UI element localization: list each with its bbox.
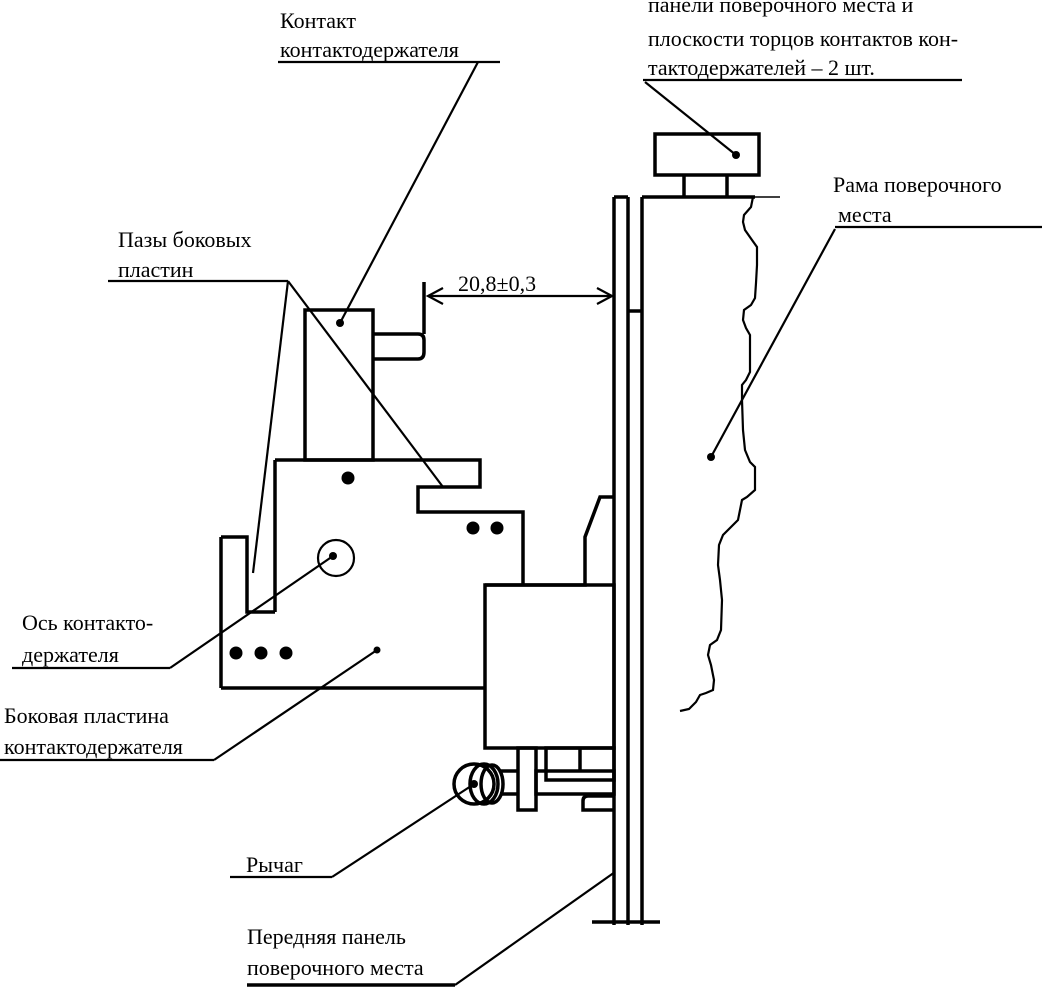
front-panel xyxy=(592,195,660,925)
svg-text:Передняя панель: Передняя панель xyxy=(247,924,406,949)
svg-text:панели поверочного места и: панели поверочного места и xyxy=(648,0,914,17)
label-front-panel: Передняя панель поверочного места xyxy=(247,924,424,980)
label-lever: Рычаг xyxy=(246,852,303,877)
label-axis: Ось контакто- держателя xyxy=(22,610,153,667)
axis-circle xyxy=(316,538,356,578)
svg-text:плоскости торцов контактов кон: плоскости торцов контактов кон- xyxy=(648,26,958,51)
svg-text:поверочного места: поверочного места xyxy=(247,955,424,980)
lever xyxy=(452,746,616,812)
svg-text:места: места xyxy=(838,202,892,227)
svg-text:Боковая пластина: Боковая пластина xyxy=(4,703,169,728)
leader-lines xyxy=(0,60,1042,987)
frame-body xyxy=(640,195,780,925)
top-gauge-block xyxy=(653,132,761,197)
svg-text:контактодержателя: контактодержателя xyxy=(4,734,183,759)
svg-text:Ось контакто-: Ось контакто- xyxy=(22,610,153,635)
svg-text:пластин: пластин xyxy=(118,257,194,282)
frame-break-line xyxy=(679,196,759,713)
side-plate xyxy=(219,458,525,690)
label-contact: Контакт контактодержателя xyxy=(280,8,459,62)
svg-text:держателя: держателя xyxy=(22,642,119,667)
svg-text:Рама поверочного: Рама поверочного xyxy=(833,172,1002,197)
svg-text:Контакт: Контакт xyxy=(280,8,356,33)
lower-block xyxy=(483,495,616,750)
label-grooves: Пазы боковых пластин xyxy=(118,227,252,282)
dimension-gap: 20,8±0,3 xyxy=(425,271,615,305)
svg-text:Пазы боковых: Пазы боковых xyxy=(118,227,252,252)
dimension-label: 20,8±0,3 xyxy=(458,271,536,296)
contact xyxy=(303,282,426,462)
label-top-right: панели поверочного места и плоскости тор… xyxy=(648,0,958,80)
svg-text:контактодержателя: контактодержателя xyxy=(280,37,459,62)
label-frame: Рама поверочного места xyxy=(833,172,1002,227)
holes xyxy=(229,471,504,660)
label-side-plate: Боковая пластина контактодержателя xyxy=(4,703,183,759)
svg-text:тактодержателей – 2 шт.: тактодержателей – 2 шт. xyxy=(648,55,875,80)
